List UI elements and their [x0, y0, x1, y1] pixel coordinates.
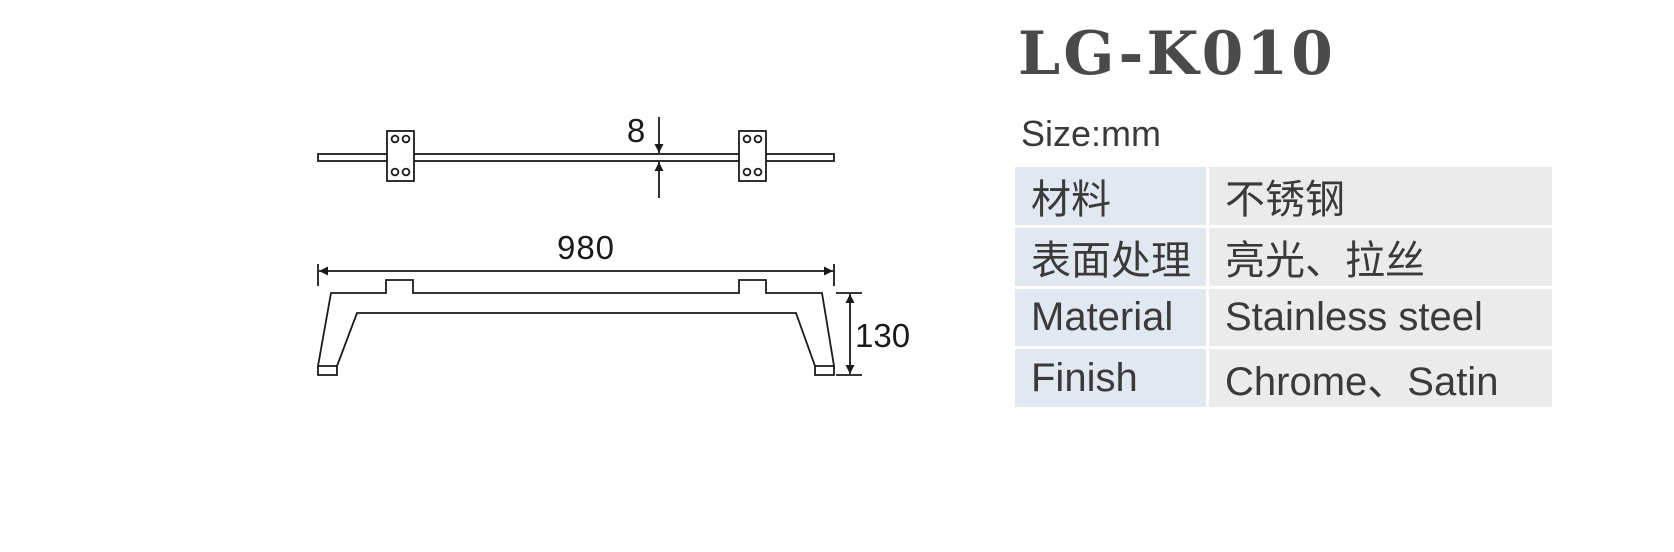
spec-row-material-cn: 材料 不锈钢 — [1012, 164, 1555, 228]
spec-row-finish-en: Finish Chrome、Satin — [1012, 346, 1555, 410]
spec-row-material-en: Material Stainless steel — [1012, 286, 1555, 349]
spec-label: Material — [1012, 286, 1209, 349]
spec-value: Stainless steel — [1206, 286, 1555, 349]
front-view — [317, 264, 862, 376]
size-unit-label: Size:mm — [1021, 113, 1162, 154]
dim-thickness-label: 8 — [627, 112, 645, 149]
front-view-outline — [317, 279, 835, 376]
right-mounting-plate — [738, 130, 767, 182]
left-mounting-plate — [386, 130, 415, 182]
technical-drawing: 8 980 130 — [317, 112, 910, 376]
spec-table: 材料 不锈钢 表面处理 亮光、拉丝 Material Stainless ste… — [1012, 164, 1555, 410]
spec-value: Chrome、Satin — [1206, 346, 1555, 410]
spec-value: 不锈钢 — [1206, 164, 1555, 228]
top-view — [317, 117, 835, 198]
spec-label: Finish — [1012, 346, 1209, 410]
spec-label: 材料 — [1012, 164, 1209, 228]
spec-row-finish-cn: 表面处理 亮光、拉丝 — [1012, 225, 1555, 289]
dim-length-label: 980 — [557, 229, 615, 266]
spec-label: 表面处理 — [1012, 225, 1209, 289]
spec-value: 亮光、拉丝 — [1206, 225, 1555, 289]
model-number: LG-K010 — [1018, 19, 1336, 89]
dim-height-label: 130 — [855, 317, 910, 354]
top-view-rod — [317, 153, 835, 162]
